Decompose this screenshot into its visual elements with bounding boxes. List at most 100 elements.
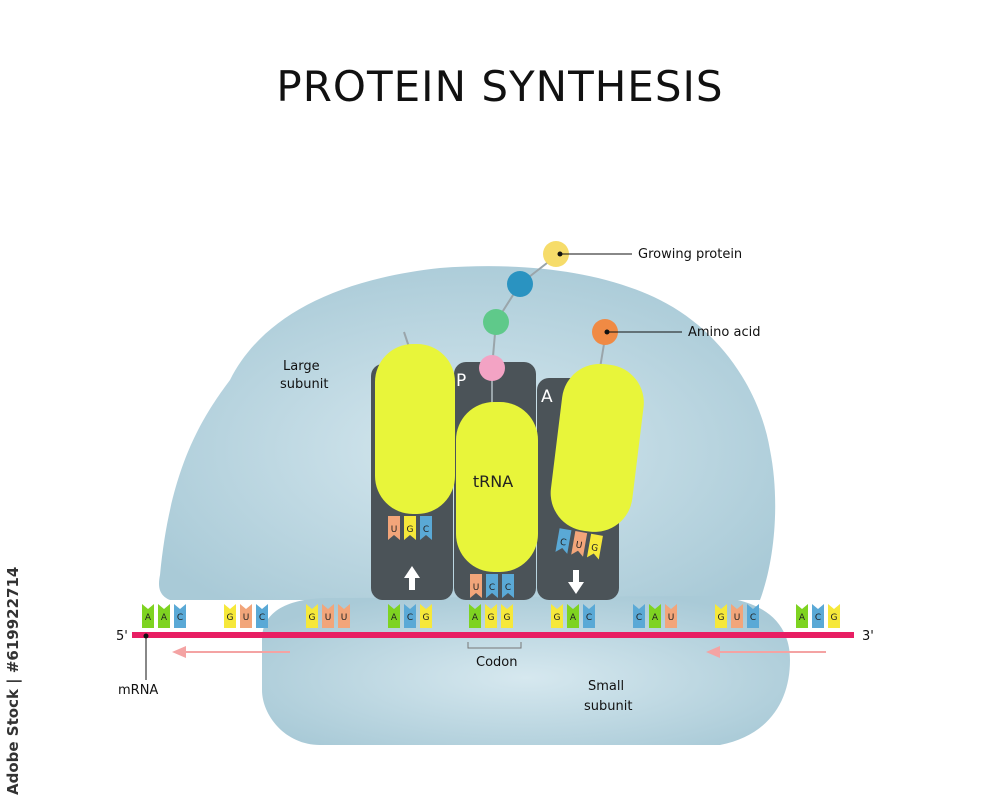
nucleotide-letter: C — [407, 613, 413, 623]
anticodon-middle-nucleotide: U — [470, 574, 482, 598]
mrna-pointer-dot — [143, 633, 149, 639]
nucleotide-letter: U — [575, 540, 583, 551]
mrna-nucleotide: G — [551, 604, 563, 628]
mrna-nucleotide: A — [158, 604, 170, 628]
site-p-label: P — [456, 371, 466, 391]
nucleotide-letter: U — [341, 613, 348, 623]
codon-label: Codon — [476, 655, 517, 670]
stock-caption: Adobe Stock | #619922714 — [4, 566, 22, 795]
peptide-bond-line — [491, 255, 557, 369]
nucleotide-letter: A — [472, 613, 479, 623]
mrna-nucleotide: A — [796, 604, 808, 628]
mrna-nucleotide: A — [469, 604, 481, 628]
mrna-nucleotide: U — [322, 604, 334, 628]
mrna-nucleotide: A — [142, 604, 154, 628]
trna-left — [375, 344, 455, 514]
nucleotide-letter: C — [815, 613, 821, 623]
anticodon-right-nucleotide: G — [586, 533, 603, 560]
nucleotide-letter: U — [734, 613, 741, 623]
small-subunit-label-1: Small — [588, 679, 624, 694]
nucleotide-letter: G — [590, 543, 599, 554]
anticodon-middle-nucleotide: C — [502, 574, 514, 598]
nucleotide-letter: G — [488, 613, 495, 623]
nucleotide-letter: C — [636, 613, 642, 623]
mrna-nucleotide: A — [567, 604, 579, 628]
nucleotide-letter: C — [489, 583, 495, 593]
nucleotide-letter: C — [423, 525, 429, 535]
amino-acid-pink — [479, 355, 505, 381]
mrna-nucleotide: C — [404, 604, 416, 628]
trna-right — [550, 363, 644, 532]
small-subunit-label-2: subunit — [584, 699, 632, 714]
mrna-nucleotide: G — [828, 604, 840, 628]
anticodon-middle-nucleotide: C — [486, 574, 498, 598]
nucleotide-letter: U — [243, 613, 250, 623]
trna-middle — [456, 402, 538, 572]
nucleotide-letter: U — [668, 613, 675, 623]
three-prime-label: 3' — [862, 629, 874, 644]
mrna-nucleotide: C — [256, 604, 268, 628]
nucleotide-letter: G — [407, 525, 414, 535]
mrna-nucleotide: C — [583, 604, 595, 628]
site-a-label: A — [541, 387, 553, 407]
amino-acid-dot — [604, 329, 610, 335]
codon-bracket — [467, 642, 522, 649]
nucleotide-letter: G — [831, 613, 838, 623]
anticodon-left-nucleotide: G — [404, 516, 416, 540]
nucleotide-letter: G — [423, 613, 430, 623]
growing-protein-label: Growing protein — [638, 247, 742, 262]
page-title: PROTEIN SYNTHESIS — [276, 62, 724, 111]
nucleotide-letter: A — [652, 613, 659, 623]
nucleotide-letter: C — [259, 613, 265, 623]
mrna-strand — [132, 632, 854, 638]
anticodon-right-nucleotide: C — [555, 528, 572, 554]
mrna-nucleotide: G — [224, 604, 236, 628]
mrna-nucleotide: U — [731, 604, 743, 628]
nucleotide-letter: A — [570, 613, 577, 623]
nucleotide-letter: U — [391, 525, 398, 535]
growing-protein-dot — [557, 251, 563, 257]
right-side-left-arrow-icon — [706, 646, 826, 658]
anticodon-left-nucleotide: C — [420, 516, 432, 540]
nucleotide-letter: G — [504, 613, 511, 623]
up-arrow-icon — [404, 566, 420, 590]
large-subunit-label-2: subunit — [280, 377, 328, 392]
amino-acid-label: Amino acid — [688, 325, 760, 340]
nucleotide-letter: U — [325, 613, 332, 623]
nucleotide-letter: A — [161, 613, 168, 623]
mrna-nucleotide: G — [485, 604, 497, 628]
mrna-nucleotide: U — [338, 604, 350, 628]
five-prime-label: 5' — [116, 629, 128, 644]
nucleotide-letter: C — [559, 538, 567, 549]
left-arrow-icon — [172, 646, 290, 658]
nucleotide-letter: C — [177, 613, 183, 623]
nucleotide-letter: C — [586, 613, 592, 623]
mrna-nucleotide: G — [420, 604, 432, 628]
amino-acid-growing-end — [543, 241, 569, 267]
trna-label: tRNA — [473, 472, 513, 491]
nucleotide-letter: A — [145, 613, 152, 623]
mrna-nucleotide: G — [501, 604, 513, 628]
large-subunit-label-1: Large — [283, 359, 320, 374]
nucleotide-letter: G — [227, 613, 234, 623]
mrna-nucleotide: G — [715, 604, 727, 628]
mrna-nucleotide: C — [174, 604, 186, 628]
anticodon-right-nucleotide: U — [571, 530, 588, 557]
mrna-nucleotide: C — [747, 604, 759, 628]
mrna-nucleotide: C — [633, 604, 645, 628]
nucleotide-letter: U — [473, 583, 480, 593]
nucleotide-letter: G — [554, 613, 561, 623]
mrna-nucleotide: C — [812, 604, 824, 628]
nucleotide-letter: G — [718, 613, 725, 623]
nucleotide-letter: G — [309, 613, 316, 623]
nucleotide-letter: A — [799, 613, 806, 623]
nucleotide-letter: C — [750, 613, 756, 623]
mrna-nucleotide: A — [388, 604, 400, 628]
mrna-nucleotide: A — [649, 604, 661, 628]
nucleotide-letter: C — [505, 583, 511, 593]
down-arrow-icon — [568, 570, 584, 594]
mrna-nucleotide: U — [240, 604, 252, 628]
nucleotide-letter: A — [391, 613, 398, 623]
amino-acid-blue — [507, 271, 533, 297]
